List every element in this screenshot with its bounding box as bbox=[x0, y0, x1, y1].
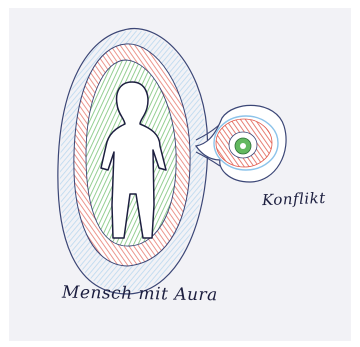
conflict-label: Konflikt bbox=[262, 189, 326, 209]
person-with-aura-label: Mensch mit Aura bbox=[62, 283, 218, 306]
